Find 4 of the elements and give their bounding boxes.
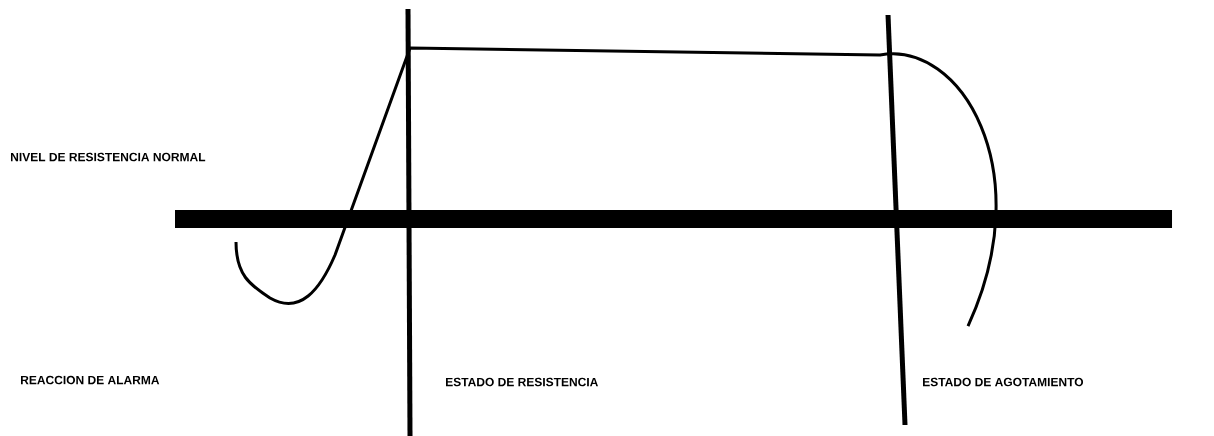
phase-label: REACCION DE ALARMA [21,375,160,385]
baseline-label: NIVEL DE RESISTENCIA NORMAL [11,152,206,162]
phase-label: ESTADO DE RESISTENCIA [446,377,598,387]
phase-label: ESTADO DE AGOTAMIENTO [923,377,1084,387]
